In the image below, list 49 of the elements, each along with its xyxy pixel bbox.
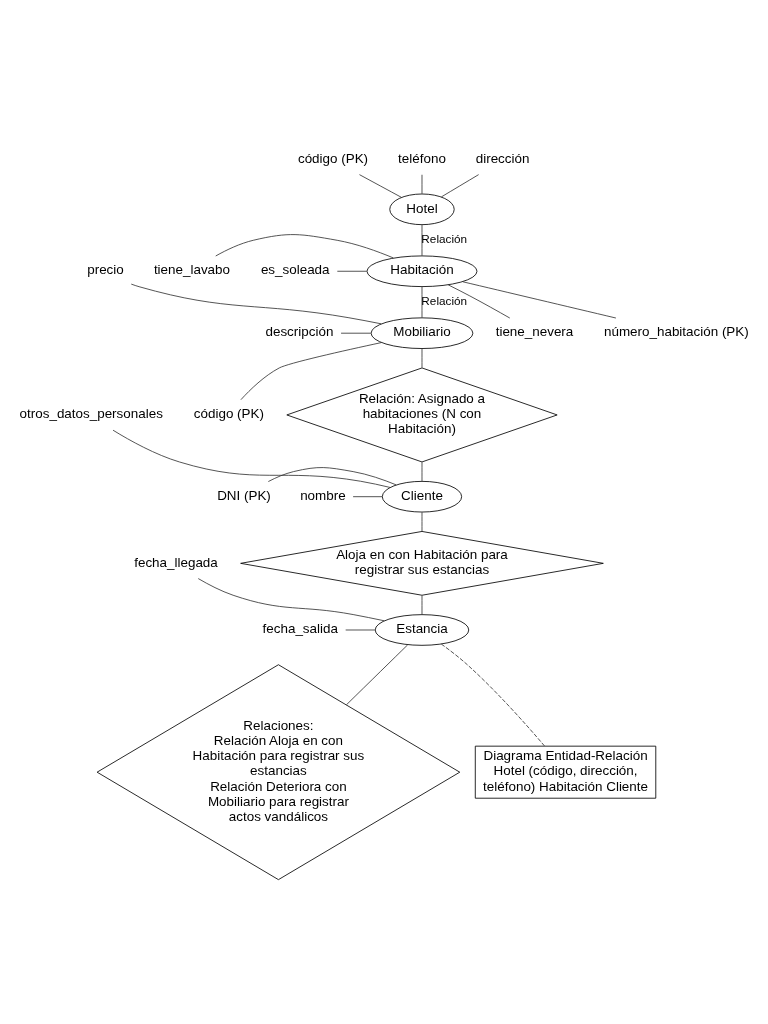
node-text: dirección [475, 150, 530, 166]
node-text: fecha_llegada [134, 554, 218, 570]
connector [197, 578, 385, 622]
node-ellipse: Habitación [366, 255, 478, 288]
node-ellipse: Hotel [389, 193, 455, 226]
node-text: tiene_nevera [495, 324, 574, 340]
connector [421, 511, 423, 532]
connector [215, 234, 394, 259]
node-text: número_habitación (PK) [603, 324, 749, 340]
node-text: código (PK) [193, 406, 264, 422]
node-text: nombre [300, 487, 346, 503]
connector [112, 429, 391, 488]
connector [421, 461, 423, 482]
connector [267, 467, 397, 486]
node-diamond: Relación: Asignado a habitaciones (N con Habitación) [286, 367, 558, 463]
connector [346, 644, 409, 706]
connector [421, 348, 423, 369]
connector [462, 281, 617, 319]
connector [421, 595, 423, 615]
connector [340, 332, 372, 334]
node-text: es_soleada [260, 262, 330, 278]
node-ellipse: Mobiliario [370, 317, 474, 349]
connector [440, 174, 480, 198]
node-ellipse: Cliente [381, 480, 463, 513]
connector [336, 270, 368, 272]
connector [440, 643, 545, 747]
node-ellipse: Estancia [374, 614, 470, 646]
node-diamond: Aloja en con Habitación para registrar sus estancias [240, 531, 604, 596]
node-text: precio [87, 262, 124, 278]
node-box: Diagrama Entidad-Relación Hotel (código, dirección, teléfono) Habitación Cliente [474, 745, 657, 799]
connector [345, 629, 376, 631]
edge-label: Relación [421, 294, 468, 308]
connector [421, 224, 423, 257]
connector [421, 286, 423, 319]
connector [447, 284, 511, 319]
node-text: DNI (PK) [217, 487, 271, 503]
connector [240, 342, 382, 401]
node-text: tiene_lavabo [153, 262, 231, 278]
connector [352, 496, 383, 498]
node-text: código (PK) [297, 150, 369, 166]
node-text: fecha_salida [262, 621, 338, 637]
node-text: teléfono [398, 150, 446, 166]
connector [359, 174, 402, 198]
node-diamond: Relaciones: Relación Aloja en con Habitación para registrar sus estancias Relación Deteriora con Mobiliario para registrar actos vandálicos [96, 664, 461, 881]
edge-label: Relación [421, 232, 468, 246]
node-text: descripción [265, 324, 334, 340]
connector [421, 174, 423, 195]
connector [130, 283, 382, 325]
node-text: otros_datos_personales [19, 406, 163, 422]
